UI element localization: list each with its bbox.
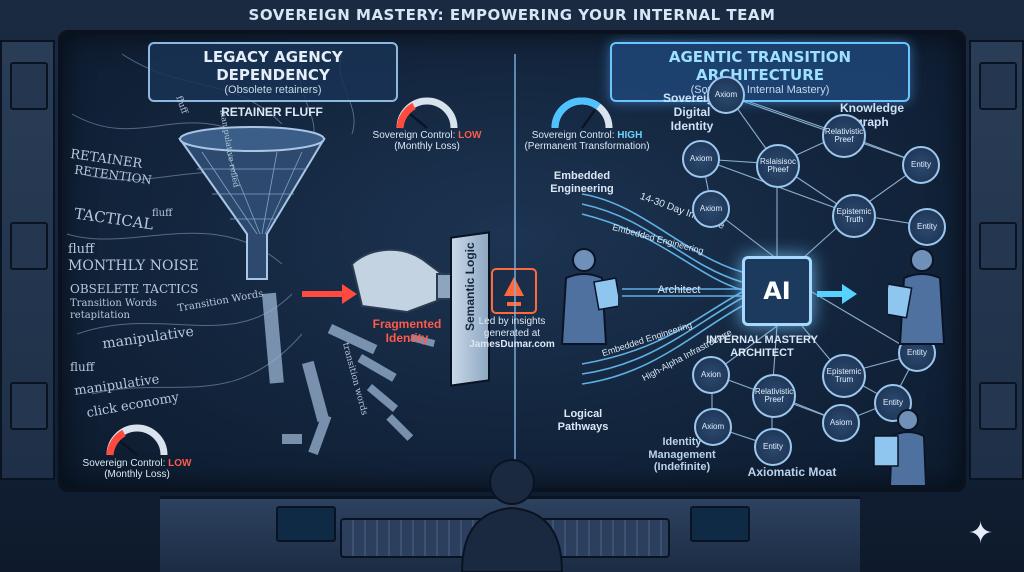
graph-node: Axiom (694, 408, 732, 446)
funnel (178, 126, 326, 280)
fragments (261, 292, 436, 456)
credit-text: Led by insights generated at JamesDumar.… (462, 316, 562, 351)
fluff-word: OBSELETE TACTICS (70, 282, 199, 296)
graph-node: Axiom (692, 190, 730, 228)
control-gauge-low (396, 97, 458, 129)
center-divider (514, 54, 516, 474)
legacy-header: LEGACY AGENCY DEPENDENCY (Obsolete retai… (148, 42, 398, 102)
gauge-note: (Monthly Loss) (104, 469, 170, 480)
screen-graphics (66, 53, 928, 456)
graph-node: Epistemic Truth (832, 194, 876, 238)
control-gauge-low (106, 424, 168, 456)
control-gauge-high (551, 97, 613, 129)
sovereign-digital-identity: Sovereign Digital Identity (662, 91, 722, 133)
credit-site: JamesDumar.com (469, 339, 555, 350)
graph-node: Axiom (682, 140, 720, 178)
agentic-header: AGENTIC TRANSITION ARCHITECTURE (Soverei… (610, 42, 910, 102)
gauge-level: LOW (458, 130, 482, 141)
fluff-word: fluff (70, 360, 95, 374)
agentic-heading: AGENTIC TRANSITION ARCHITECTURE (668, 48, 852, 84)
gauge-bottom-text: Sovereign Control: LOW (Monthly Loss) (72, 458, 202, 480)
gauge-high-text: Sovereign Control: HIGH (Permanent Trans… (517, 130, 657, 152)
credit-line: Led by insights generated at (478, 316, 546, 339)
keyboard (540, 518, 670, 558)
main-display-screen: LEGACY AGENCY DEPENDENCY (Obsolete retai… (58, 30, 966, 492)
wall-slot (979, 382, 1017, 430)
gauge-label: Sovereign Control: (531, 130, 615, 141)
wall-slot (979, 62, 1017, 110)
graph-node: Entity (908, 208, 946, 246)
wall-slot (10, 62, 48, 110)
fluff-word: MONTHLY NOISE (68, 258, 199, 274)
gauge-note: (Monthly Loss) (394, 141, 460, 152)
cyan-arrow (817, 284, 857, 304)
gauge-note: (Permanent Transformation) (524, 141, 650, 152)
red-arrow (302, 284, 357, 304)
legacy-subheading: (Obsolete retainers) (224, 84, 322, 96)
operator-silhouette (460, 459, 564, 572)
identity-management-label: Identity Management (Indefinite) (648, 436, 716, 474)
graph-node: Rslaisisoc Pheef (756, 144, 800, 188)
fluff-word: fluff (68, 242, 95, 257)
embedded-engineering-label: Embedded Engineering (550, 170, 614, 195)
fragmented-identity-label: Fragmented Identity (372, 317, 442, 345)
gauge-level: LOW (168, 458, 192, 469)
analyst-figure (873, 409, 928, 486)
flow-streams (581, 193, 743, 385)
gauge-label: Sovereign Control: (82, 458, 166, 469)
architect-figure (888, 248, 946, 345)
sparkle-icon: ✦ (968, 517, 994, 550)
graph-node: Axiom (707, 76, 745, 114)
architect-label: Architect (657, 284, 701, 296)
graph-node: Relativistic Preef (752, 374, 796, 418)
axiomatic-moat-label: Axiomatic Moat (747, 465, 837, 479)
console-monitor (276, 506, 336, 542)
graph-node: Asiom (822, 404, 860, 442)
ai-chip: AI (742, 256, 812, 326)
graph-node: Axion (692, 356, 730, 394)
page-title: SOVEREIGN MASTERY: EMPOWERING YOUR INTER… (248, 6, 776, 24)
gauge-level: HIGH (617, 130, 643, 141)
funnel-label: RETAINER FLUFF (221, 105, 323, 119)
fluff-word: Transition Words (70, 298, 157, 309)
gauge-top-text: Sovereign Control: LOW (Monthly Loss) (362, 130, 492, 152)
wall-slot (10, 382, 48, 430)
graph-node: Entity (902, 146, 940, 184)
graph-node: Relativistic Preef (822, 114, 866, 158)
right-wall-panel (969, 40, 1024, 480)
left-wall-panel (0, 40, 55, 480)
robot-hand (350, 248, 458, 314)
console-monitor (690, 506, 750, 542)
ai-chip-label: AI (763, 277, 791, 305)
fluff-word: retapitation (70, 310, 130, 321)
graph-node: Epistemic Trum (822, 354, 866, 398)
gauge-label: Sovereign Control: (372, 130, 456, 141)
legacy-heading: LEGACY AGENCY DEPENDENCY (203, 48, 343, 84)
fluff-word: fluff (152, 208, 173, 219)
internal-mastery-architect-label: INTERNAL MASTERY ARCHITECT (706, 334, 818, 359)
graph-node: Entity (754, 428, 792, 466)
engineer-figure (560, 248, 618, 345)
wall-slot (979, 222, 1017, 270)
wall-slot (10, 222, 48, 270)
logical-pathways-label: Logical Pathways (557, 408, 609, 433)
